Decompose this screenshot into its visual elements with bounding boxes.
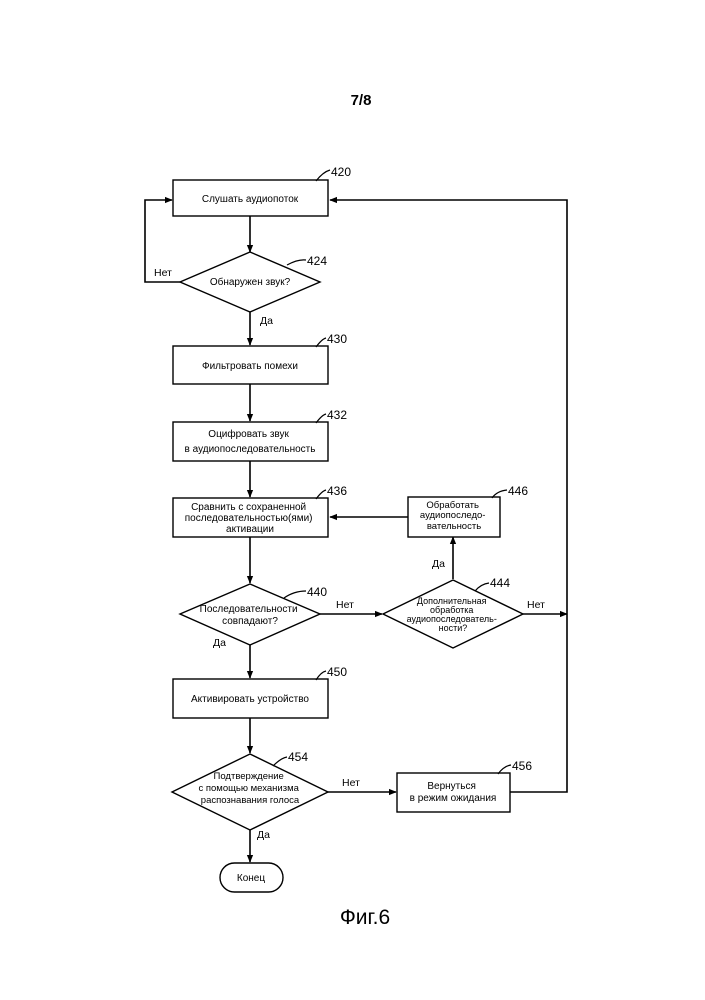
edge-label-444-no: Нет	[527, 599, 545, 611]
node-454-line-2: с помощью механизма	[198, 783, 299, 794]
node-446-line-3: вательность	[427, 521, 481, 532]
ref-456: 456	[512, 759, 532, 773]
ref-450: 450	[327, 665, 347, 679]
edge-label-440-no: Нет	[336, 599, 354, 611]
ref-432: 432	[327, 408, 347, 422]
node-454-line-1: Подтверждение	[214, 771, 284, 782]
node-430-line-1: Фильтровать помехи	[202, 361, 298, 372]
node-456-line-2: в режим ожидания	[410, 793, 497, 804]
ref-424: 424	[307, 254, 327, 268]
ref-420: 420	[331, 165, 351, 179]
node-436-line-3: активации	[226, 524, 274, 535]
ref-446: 446	[508, 484, 528, 498]
node-432-box	[173, 422, 328, 461]
node-424-line-1: Обнаружен звук?	[210, 276, 291, 288]
ref-444: 444	[490, 576, 510, 590]
node-454-line-3: распознавания голоса	[201, 795, 300, 806]
leader-440	[284, 591, 306, 598]
leader-444	[475, 583, 489, 591]
ref-440: 440	[307, 585, 327, 599]
node-420-text: Слушать аудиопоток	[202, 194, 299, 205]
node-420-line-1: Слушать аудиопоток	[202, 194, 299, 205]
edge-label-440-yes: Да	[213, 637, 226, 649]
edge-label-454-no: Нет	[342, 777, 360, 789]
edge-label-424-yes: Да	[260, 315, 273, 327]
page-number: 7/8	[351, 92, 372, 109]
node-432-line-1: Оцифровать звук	[208, 428, 289, 440]
node-424-text: Обнаружен звук?	[210, 276, 291, 288]
node-end-text: Конец	[237, 873, 265, 884]
node-end-line-1: Конец	[237, 873, 265, 884]
edge-label-424-no: Нет	[154, 267, 172, 279]
node-444-line-4: ности?	[439, 623, 468, 633]
node-456-line-1: Вернуться	[427, 781, 476, 792]
node-446-line-2: аудиопоследо-	[420, 510, 486, 521]
leader-454	[273, 757, 287, 766]
node-430-text: Фильтровать помехи	[202, 361, 298, 372]
node-454-text: Подтверждение с помощью механизма распоз…	[198, 771, 301, 806]
node-436-line-2: последовательностью(ями)	[185, 513, 313, 524]
node-446-text: Обработать аудиопоследо- вательность	[420, 500, 488, 532]
edge-456-return-to-420	[330, 200, 567, 792]
ref-430: 430	[327, 332, 347, 346]
node-450-text: Активировать устройство	[191, 694, 309, 705]
node-436-line-1: Сравнить с сохраненной	[191, 502, 306, 513]
node-440-line-2: совпадают?	[222, 616, 278, 627]
edge-label-444-yes: Да	[432, 558, 445, 570]
figure-caption: Фиг.6	[340, 906, 390, 929]
leader-424	[287, 260, 306, 265]
edge-label-454-yes: Да	[257, 829, 270, 841]
node-432-line-2: в аудиопоследовательность	[185, 444, 316, 455]
ref-436: 436	[327, 484, 347, 498]
node-440-line-1: Последовательности	[200, 604, 298, 615]
ref-454: 454	[288, 750, 308, 764]
node-450-line-1: Активировать устройство	[191, 694, 309, 705]
